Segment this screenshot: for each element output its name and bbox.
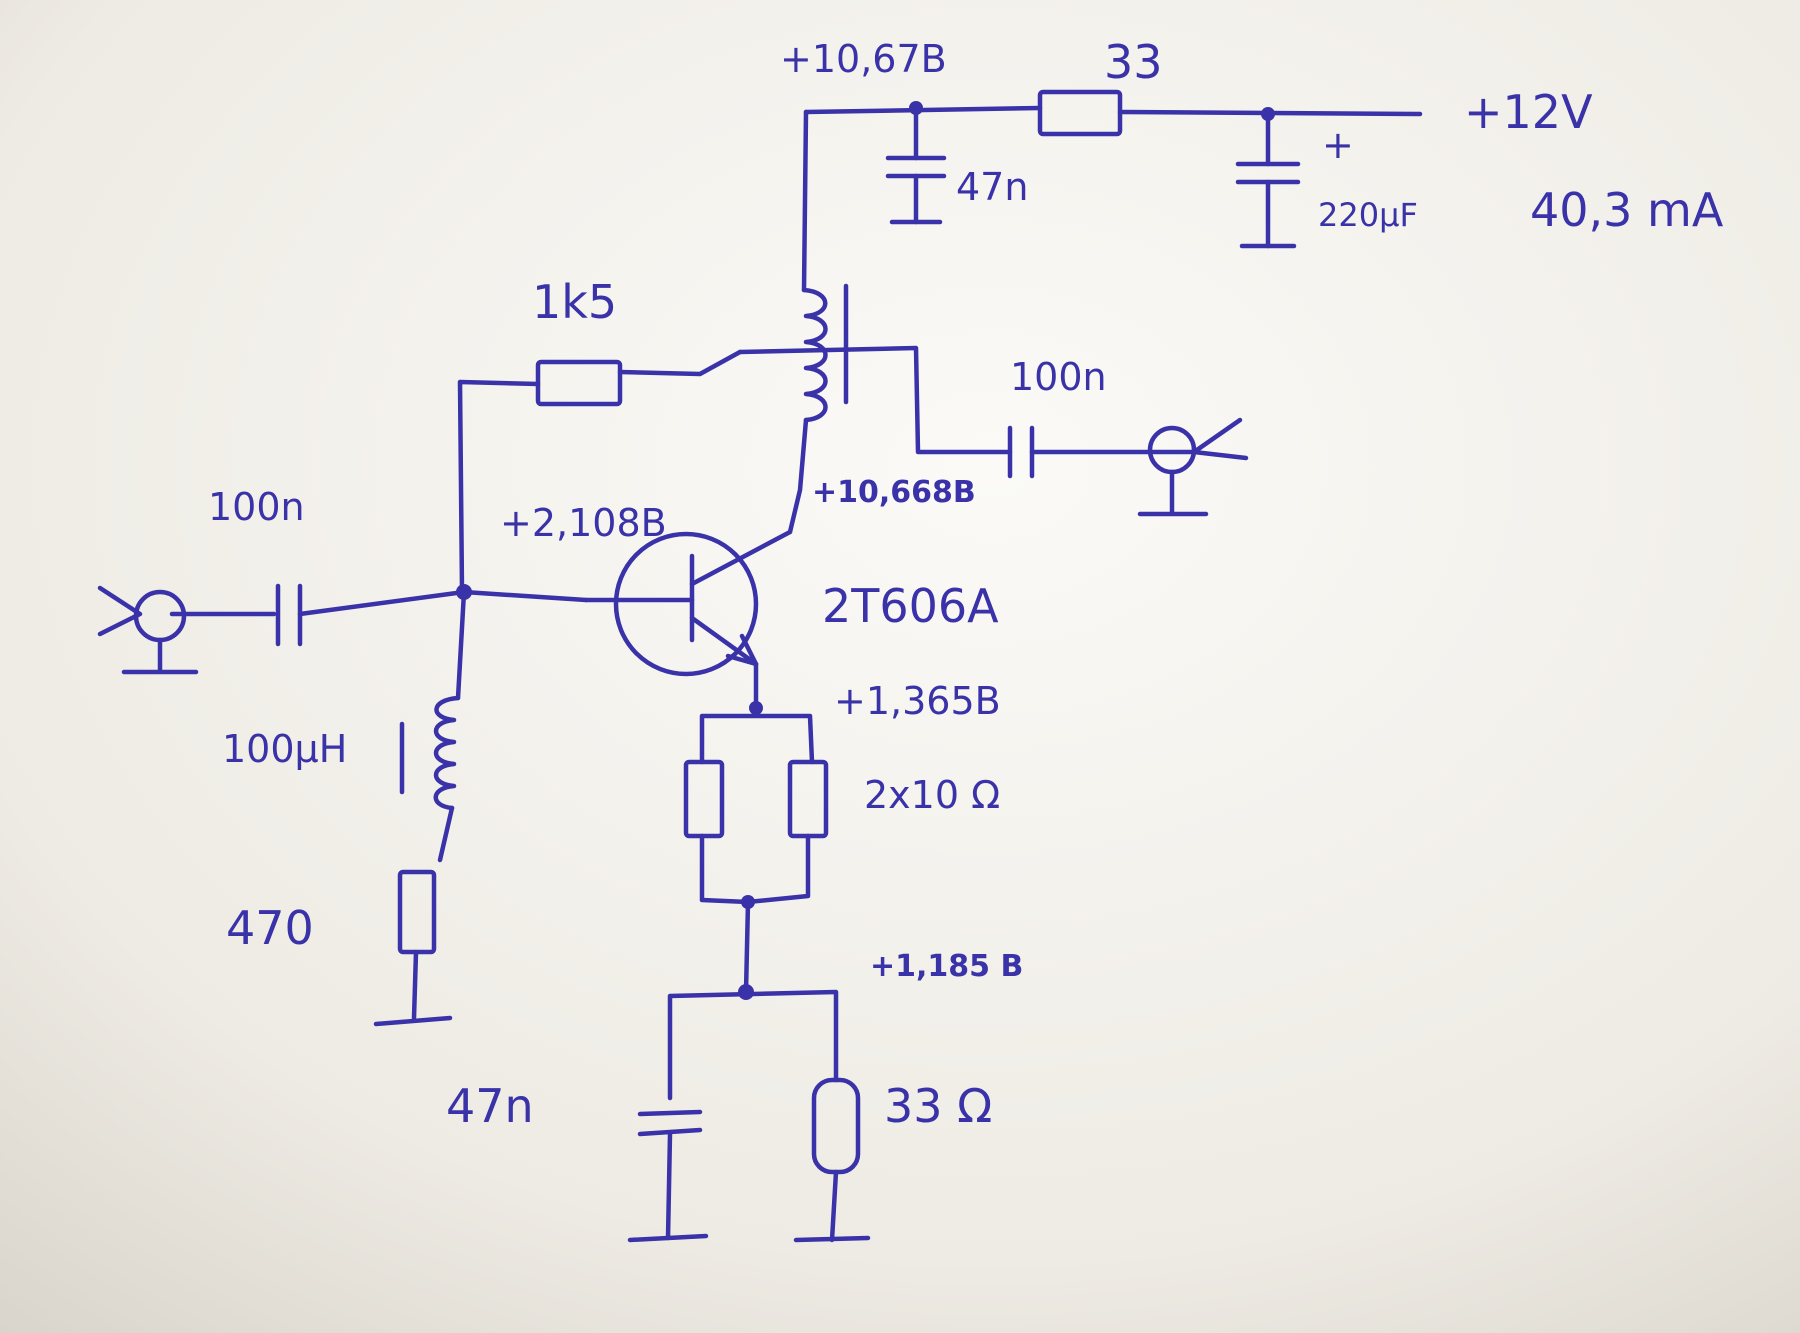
bias-section — [373, 589, 467, 1027]
resistor-33-top — [1037, 89, 1123, 137]
wire-feedback-right — [617, 349, 743, 377]
capacitor-47n-top — [885, 105, 947, 225]
resistor-33-bottom — [793, 1077, 871, 1243]
label-transistor: 2T606A — [822, 579, 999, 633]
input-connector-icon — [97, 585, 277, 675]
label-res-470: 470 — [226, 901, 314, 955]
resistor-1k5 — [535, 359, 623, 407]
wire-top-left-down — [801, 109, 809, 293]
label-current: 40,3 mA — [1530, 183, 1724, 237]
node-emitter — [749, 701, 763, 715]
transformer-winding — [801, 287, 828, 423]
label-node-lower-voltage: +1,185 B — [870, 949, 1023, 984]
capacitor-220uF — [1235, 111, 1301, 249]
capacitor-47n-bottom — [627, 1109, 709, 1243]
label-ind-100u: 100µH — [222, 727, 347, 771]
label-node-emitter-voltage: +1,365B — [834, 679, 1001, 723]
wire-base-down — [455, 589, 467, 701]
label-res-2x10: 2x10 Ω — [864, 773, 1000, 817]
wire-to-lower-node — [743, 899, 751, 995]
label-cap-100n-in: 100n — [208, 485, 305, 529]
output-connector-icon — [1137, 417, 1249, 517]
label-cap-100n-out: 100n — [1010, 355, 1107, 399]
label-supply-voltage: +12V — [1464, 85, 1593, 139]
label-cap-47n-bottom: 47n — [446, 1079, 534, 1133]
wire-470-to-ground — [373, 949, 453, 1027]
output-section — [1007, 417, 1249, 517]
label-node-collector-voltage: +10,668B — [812, 475, 976, 510]
supply-section — [801, 89, 1423, 293]
label-node-base-voltage: +2,108B — [500, 501, 667, 545]
wire-lower-split — [667, 989, 839, 1101]
wire-ind-to-res — [437, 805, 455, 863]
inductor-100uH — [433, 695, 461, 811]
transformer-section — [737, 283, 1013, 535]
wire-tap-to-output — [737, 345, 1013, 455]
wire-winding-to-collector — [787, 417, 809, 535]
label-cap-220u: 220µF — [1318, 196, 1418, 234]
label-res-33-bottom: 33 Ω — [884, 1079, 992, 1133]
label-node-top-voltage: +10,67B — [780, 37, 947, 81]
label-cap-plus-mark: + — [1322, 123, 1354, 167]
wire-emitter-split — [699, 713, 815, 765]
wire-top-rail — [803, 105, 1043, 115]
label-res-1k5: 1k5 — [532, 275, 617, 329]
emitter-section — [627, 661, 871, 1243]
wire-feedback-left — [457, 379, 541, 593]
labels: +12V 40,3 mA 220µF + 33 +10,67B 47n 1k5 … — [208, 35, 1724, 1133]
label-cap-47n-top: 47n — [956, 165, 1028, 209]
feedback-section — [457, 349, 743, 593]
label-res-33-top: 33 — [1104, 35, 1163, 89]
